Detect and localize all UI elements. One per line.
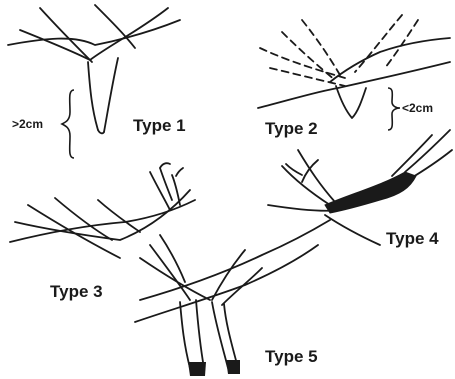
type-2-length-label: <2cm	[402, 101, 433, 115]
type-1-label: Type 1	[133, 116, 186, 135]
type-5-right-duct-tip	[226, 360, 240, 374]
type-1-length-label: >2cm	[12, 117, 43, 131]
type-3-label: Type 3	[50, 282, 103, 301]
type-4-diagram: Type 4	[268, 130, 452, 248]
type-2-length-brace	[388, 88, 400, 130]
type-4-label: Type 4	[386, 229, 439, 248]
type-1-diagram: >2cm Type 1	[8, 5, 186, 158]
type-2-label: Type 2	[265, 119, 318, 138]
type-5-label: Type 5	[265, 347, 318, 366]
type-5-left-duct-tip	[188, 362, 206, 376]
type-3-diagram: Type 3	[10, 163, 195, 301]
type-4-confluence-segment	[325, 172, 416, 213]
type-1-length-brace	[62, 90, 74, 158]
type-5-diagram: Type 5	[135, 220, 330, 376]
type-2-diagram: <2cm Type 2	[258, 15, 450, 138]
